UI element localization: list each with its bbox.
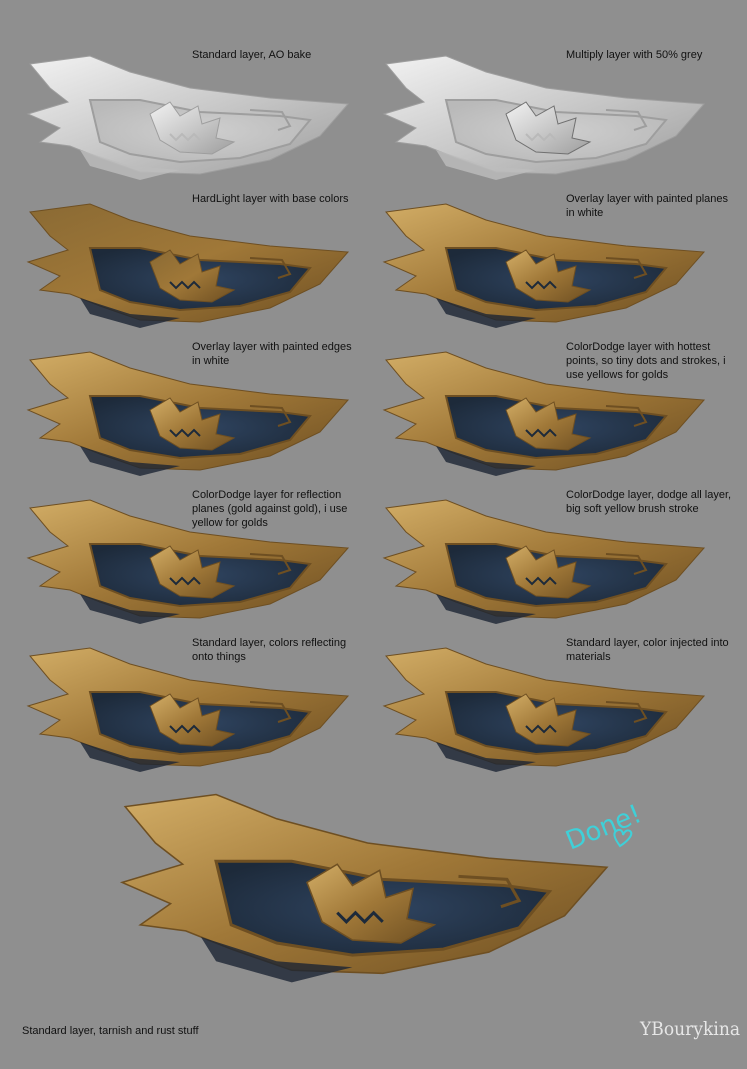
step-caption: Standard layer, AO bake xyxy=(192,49,312,61)
armor-render-5 xyxy=(26,351,350,476)
step-caption: ColorDodge layer, dodge all layer, big s… xyxy=(566,489,732,515)
layer-step: ColorDodge layer, dodge all layer, big s… xyxy=(356,484,731,632)
layer-step: ColorDodge layer for reflection planes (… xyxy=(0,484,373,632)
layer-step: HardLight layer with base colors xyxy=(0,188,373,336)
layer-step: ColorDodge layer with hottest points, so… xyxy=(356,336,729,484)
final-armor-render xyxy=(110,790,610,995)
layer-step: Standard layer, color injected into mate… xyxy=(356,632,729,780)
armor-render-3 xyxy=(26,203,350,328)
layer-step: Overlay layer with painted planes in whi… xyxy=(356,188,729,336)
armor-render-9 xyxy=(26,647,350,772)
armor-render-2 xyxy=(382,55,706,180)
step-caption: ColorDodge layer for reflection planes (… xyxy=(192,489,348,529)
armor-render-8 xyxy=(382,499,706,624)
step-caption: Standard layer, color injected into mate… xyxy=(566,637,729,663)
layer-step: Multiply layer with 50% grey xyxy=(356,40,729,188)
armor-render-1 xyxy=(26,55,350,180)
done-note: Done! xyxy=(562,799,646,856)
armor-render-final xyxy=(119,793,609,983)
armor-render-10 xyxy=(382,647,706,772)
layer-step: Standard layer, colors reflecting onto t… xyxy=(0,632,373,780)
armor-render-4 xyxy=(382,203,706,328)
step-caption: ColorDodge layer with hottest points, so… xyxy=(566,341,726,381)
done-text: Done! xyxy=(562,799,646,856)
armor-render-7 xyxy=(26,499,350,624)
step-caption: HardLight layer with base colors xyxy=(192,193,349,205)
step-caption: Multiply layer with 50% grey xyxy=(566,49,703,61)
step-caption: Overlay layer with painted edges in whit… xyxy=(192,341,352,367)
layer-step: Overlay layer with painted edges in whit… xyxy=(0,336,373,484)
armor-render-6 xyxy=(382,351,706,476)
artist-signature: YBourykina xyxy=(640,1018,741,1040)
step-caption: Overlay layer with painted planes in whi… xyxy=(566,193,729,219)
heart-icon xyxy=(613,828,633,848)
final-step-caption: Standard layer, tarnish and rust stuff xyxy=(22,1025,199,1037)
step-caption: Standard layer, colors reflecting onto t… xyxy=(192,637,347,663)
layer-step: Standard layer, AO bake xyxy=(0,40,373,188)
